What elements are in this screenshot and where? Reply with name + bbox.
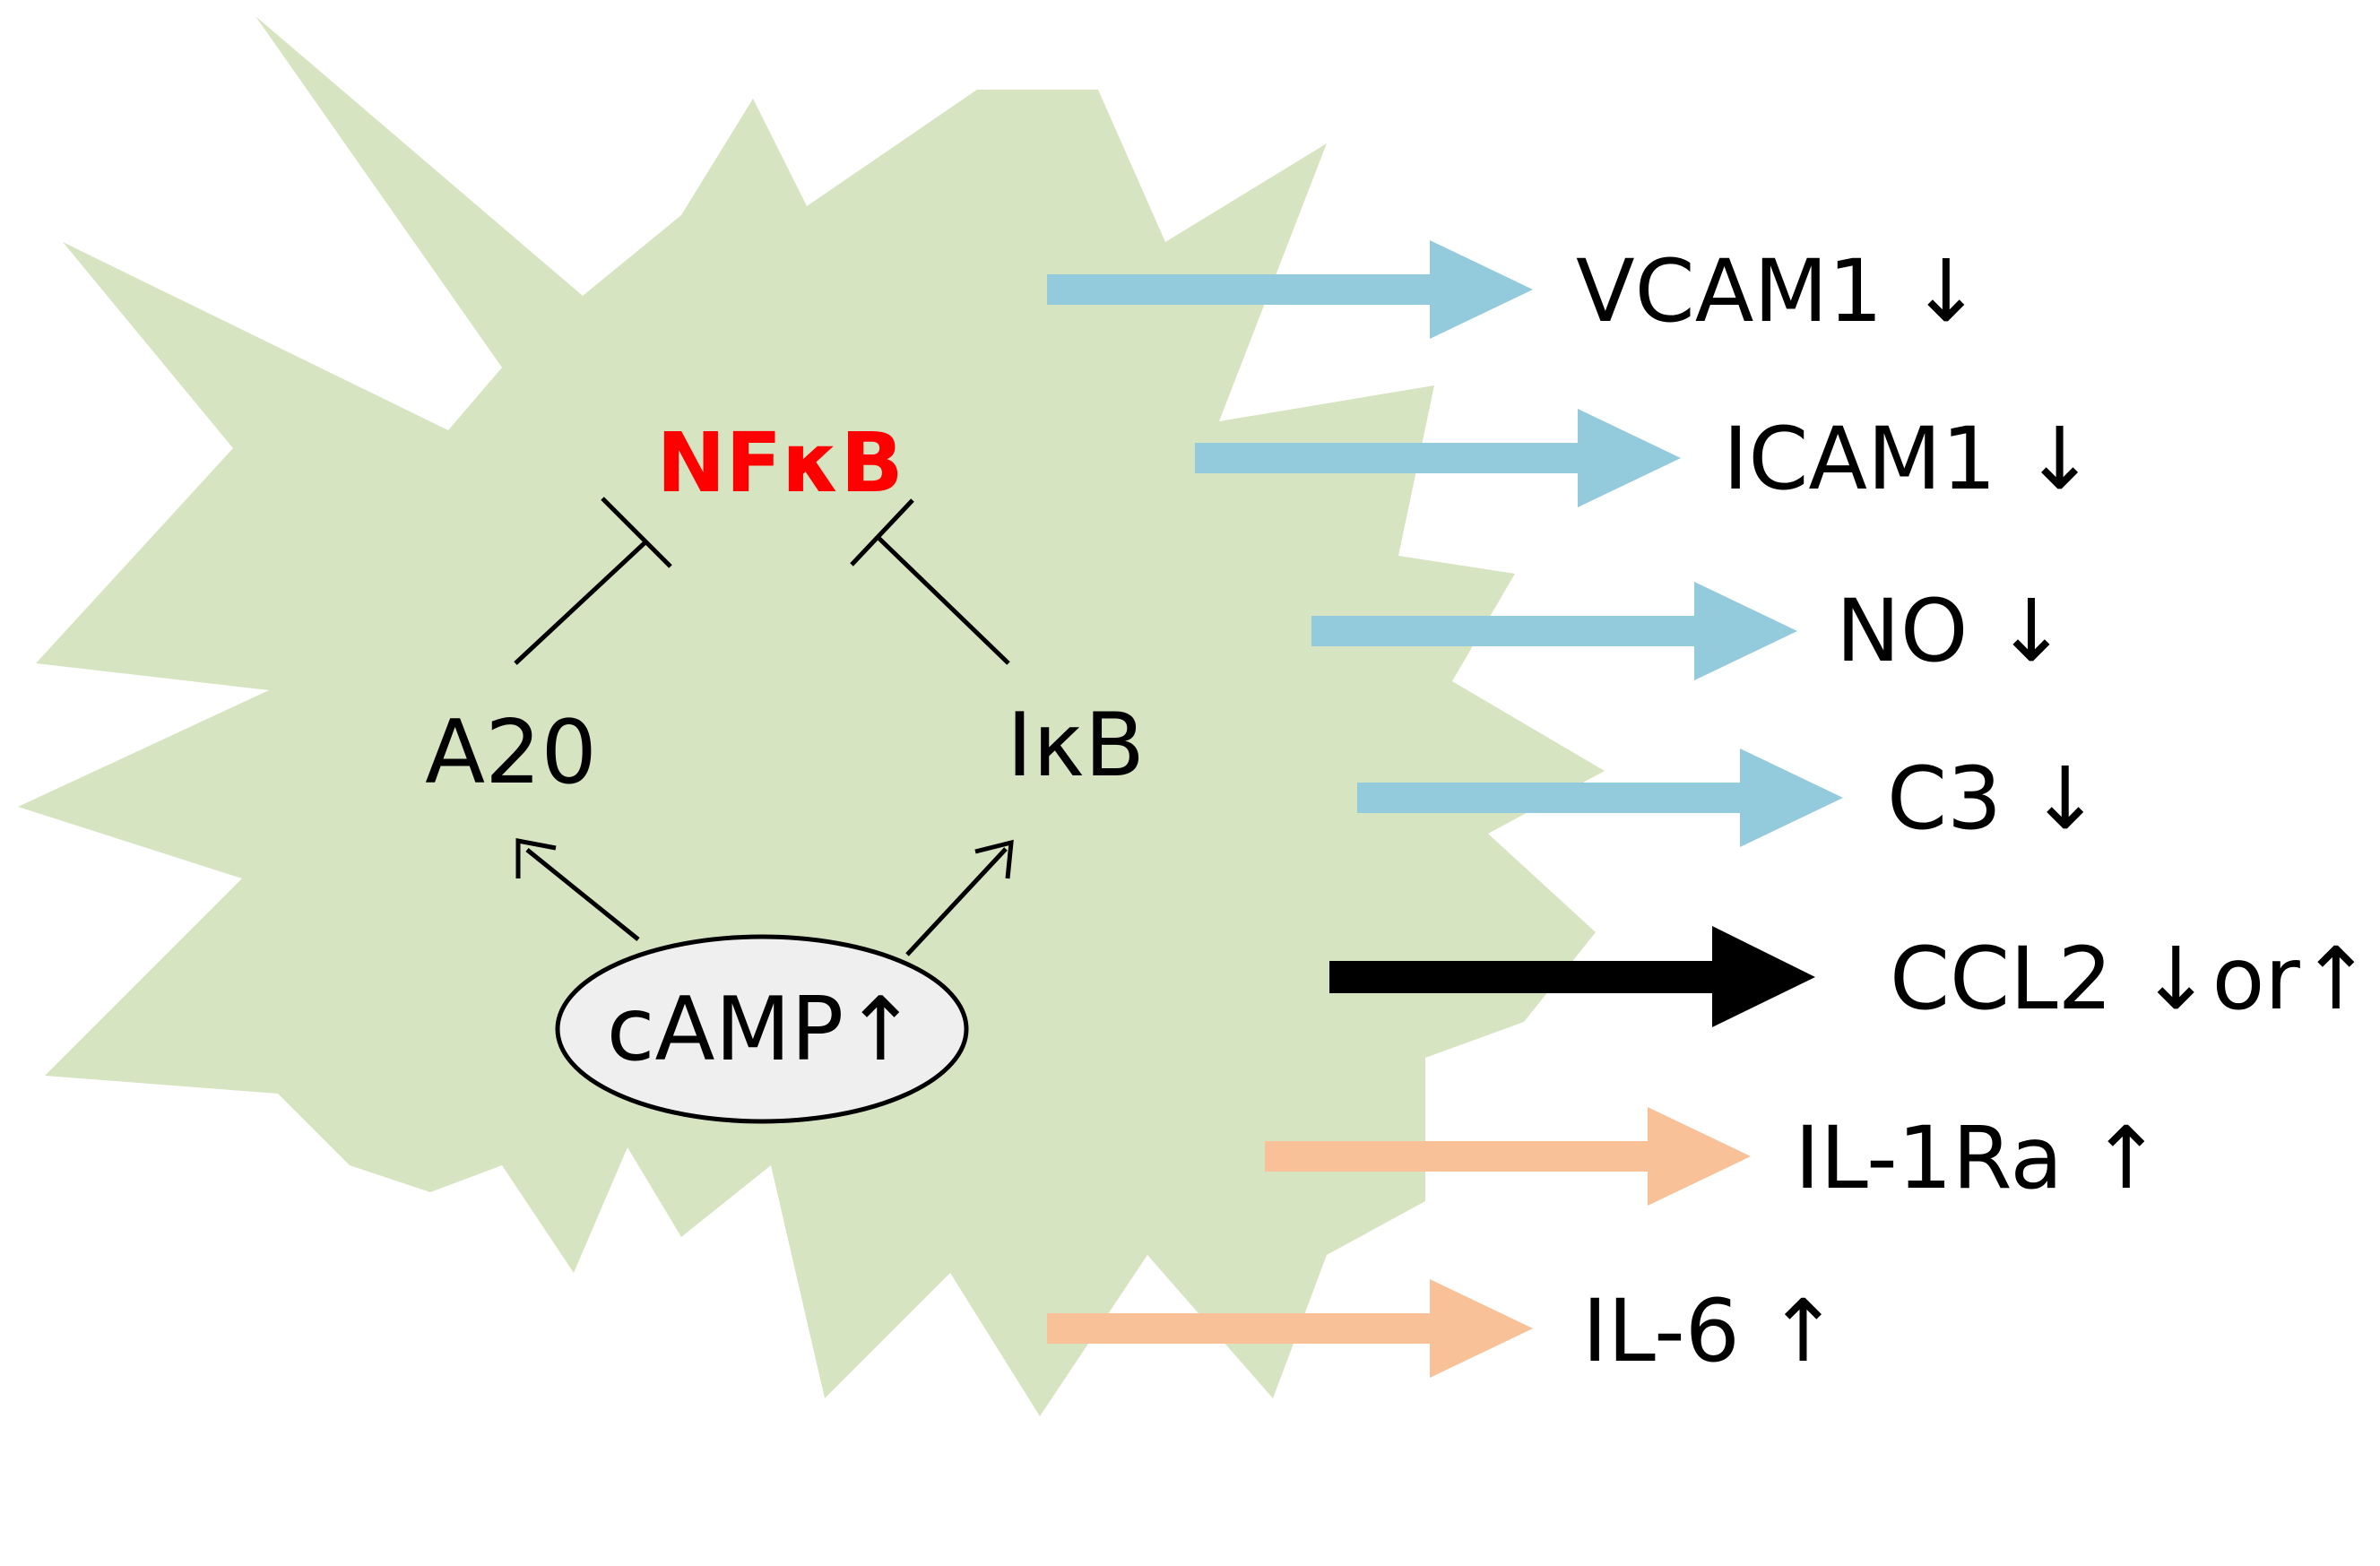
output-no: NO ↓	[1311, 581, 2067, 681]
camp-activates-a20	[515, 837, 640, 941]
t-bar-inhibition-icon	[850, 498, 914, 567]
output-label: ICAM1 ↓	[1723, 409, 2096, 509]
a20-inhibits-nfkb	[514, 497, 672, 665]
output-arrow	[1047, 240, 1533, 339]
output-label: VCAM1 ↓	[1576, 241, 1982, 342]
output-label: IL-6 ↑	[1582, 1281, 1839, 1381]
output-label: IL-1Ra ↑	[1795, 1108, 2162, 1208]
output-label: C3 ↓	[1887, 748, 2101, 849]
output-arrow	[1265, 1107, 1751, 1206]
nfkb-label: NFκB	[656, 415, 903, 511]
output-il6: IL-6 ↑	[1047, 1279, 1839, 1381]
output-icam1: ICAM1 ↓	[1195, 409, 2096, 509]
arrowhead-icon	[974, 839, 1014, 879]
output-il1ra: IL-1Ra ↑	[1265, 1107, 2162, 1208]
output-arrow	[1357, 748, 1843, 847]
output-c3: C3 ↓	[1357, 748, 2101, 849]
ikb-label: IκB	[1007, 695, 1145, 797]
ikb-inhibits-nfkb	[850, 498, 1010, 665]
arrowhead-icon	[515, 837, 557, 878]
starburst-cell	[18, 16, 1605, 1416]
output-arrow	[1329, 926, 1815, 1027]
output-arrow	[1311, 582, 1797, 680]
camp-activates-ikb	[905, 839, 1014, 956]
output-label: CCL2 ↓or↑	[1890, 929, 2372, 1029]
output-arrow	[1195, 409, 1681, 507]
output-arrow	[1047, 1279, 1533, 1378]
camp-label: cAMP↑	[607, 979, 918, 1081]
a20-label: A20	[425, 702, 597, 804]
output-ccl2: CCL2 ↓or↑	[1329, 926, 2372, 1029]
t-bar-inhibition-icon	[601, 497, 672, 568]
output-vcam1: VCAM1 ↓	[1047, 240, 1982, 342]
output-label: NO ↓	[1836, 581, 2067, 681]
camp-ellipse	[555, 934, 969, 1124]
